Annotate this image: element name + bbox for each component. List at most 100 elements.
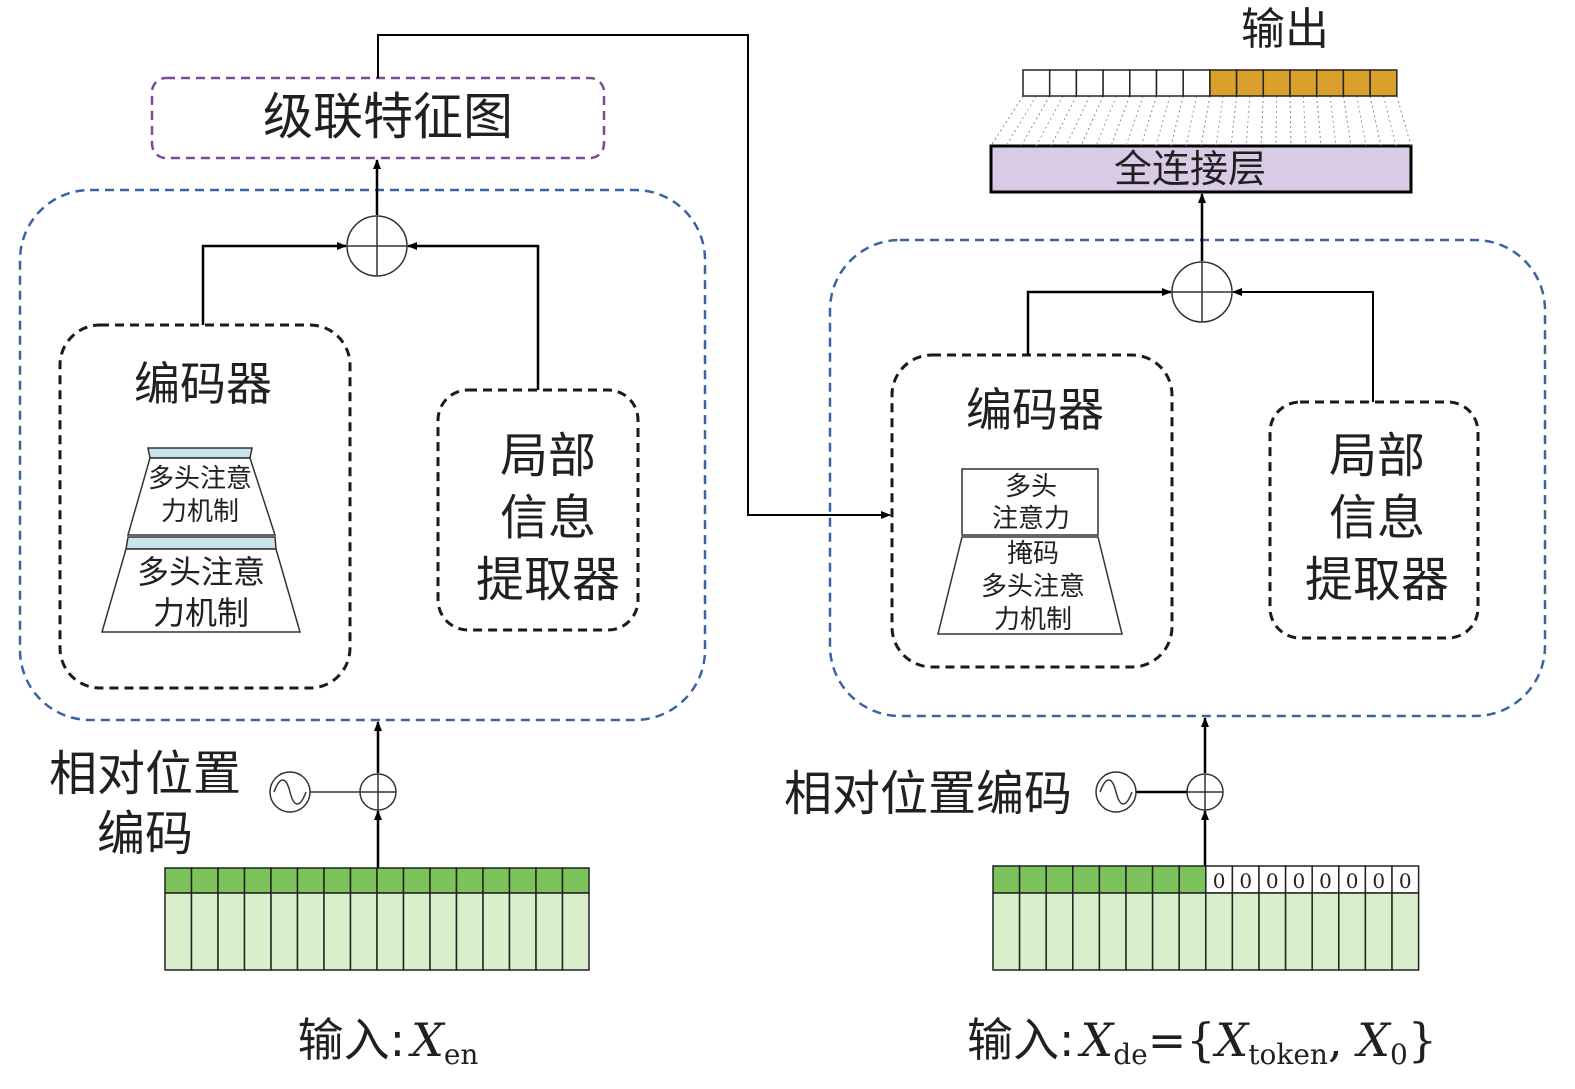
zero-cell-header bbox=[1205, 865, 1234, 894]
output-label: 输出 bbox=[1241, 4, 1329, 55]
zero-token-label: 0 bbox=[1346, 869, 1359, 893]
zero-cell-header bbox=[1391, 865, 1420, 894]
decoder-mha-line1: 多头 bbox=[1005, 472, 1057, 502]
output-cell-predicted bbox=[1289, 69, 1318, 97]
zero-token-label: 0 bbox=[1372, 869, 1385, 893]
token-cell bbox=[1231, 892, 1260, 971]
sine-wave-icon bbox=[1095, 771, 1137, 813]
decoder-mha-line2: 注意力 bbox=[992, 504, 1070, 534]
token-cell bbox=[1311, 892, 1340, 971]
zero-token-label: 0 bbox=[1266, 869, 1279, 893]
token-cell bbox=[1364, 892, 1393, 971]
token-cell-header bbox=[455, 867, 484, 894]
token-cell bbox=[992, 892, 1021, 971]
output-cell bbox=[1102, 69, 1131, 97]
token-cell bbox=[482, 892, 511, 971]
zero-token-label: 0 bbox=[1399, 869, 1412, 893]
mha-bottom-line1: 多头注意 bbox=[137, 553, 265, 591]
token-cell bbox=[1151, 892, 1180, 971]
token-cell-header bbox=[1045, 865, 1074, 894]
token-cell bbox=[270, 892, 299, 971]
token-cell-header bbox=[1125, 865, 1154, 894]
token-cell bbox=[217, 892, 246, 971]
output-cell bbox=[1048, 69, 1078, 97]
token-cell bbox=[323, 892, 352, 971]
token-cell bbox=[1391, 892, 1420, 971]
arrow-decoder-encoder-to-add bbox=[1026, 288, 1172, 355]
token-cell bbox=[1018, 892, 1047, 971]
token-cell bbox=[376, 892, 405, 971]
local-extractor-right-line2: 信息 bbox=[1329, 490, 1425, 546]
token-cell-header bbox=[508, 867, 537, 894]
add-node-decoder-top bbox=[1171, 261, 1233, 323]
input-label-encoder: 输入:Xen bbox=[298, 1013, 479, 1071]
token-cell bbox=[561, 892, 590, 971]
arrow-encoder-to-add bbox=[201, 242, 347, 325]
token-cell bbox=[508, 892, 537, 971]
output-cell-predicted bbox=[1315, 69, 1345, 97]
token-cell bbox=[455, 892, 484, 971]
concat-feature-label: 级联特征图 bbox=[263, 88, 513, 146]
token-cell bbox=[429, 892, 458, 971]
add-node-pos-right bbox=[1186, 773, 1224, 811]
fc-layer-label: 全连接层 bbox=[1114, 147, 1266, 191]
token-cell-header bbox=[323, 867, 352, 894]
fc-connection-lines bbox=[990, 95, 1412, 147]
mha-top-line1: 多头注意 bbox=[148, 464, 252, 494]
token-cell-header bbox=[535, 867, 564, 894]
token-cell-header bbox=[1151, 865, 1180, 894]
zero-token-label: 0 bbox=[1213, 869, 1226, 893]
arrow-local-right-to-add bbox=[1232, 288, 1374, 402]
token-cell-header bbox=[270, 867, 299, 894]
token-cell-header bbox=[482, 867, 511, 894]
local-extractor-right-line1: 局部 bbox=[1329, 428, 1425, 484]
token-cell-header bbox=[190, 867, 219, 894]
encoder-inner-box bbox=[58, 323, 352, 690]
pos-encoding-left-line1: 相对位置 bbox=[49, 746, 241, 802]
encoder-outer-box bbox=[18, 188, 707, 722]
output-cell bbox=[1182, 69, 1211, 97]
zero-token-label: 0 bbox=[1293, 869, 1306, 893]
mha-bottom-line2: 力机制 bbox=[153, 594, 249, 632]
local-extractor-left-line3: 提取器 bbox=[476, 552, 620, 608]
mha-top-line2: 力机制 bbox=[161, 497, 239, 527]
token-cell bbox=[1072, 892, 1101, 971]
pos-encoding-right: 相对位置编码 bbox=[784, 766, 1072, 822]
masked-mha-line3: 力机制 bbox=[994, 605, 1072, 635]
token-cell-header bbox=[296, 867, 325, 894]
output-cell-predicted bbox=[1262, 69, 1291, 97]
token-cell bbox=[1338, 892, 1367, 971]
input-grid-encoder bbox=[164, 867, 590, 971]
token-cell-header bbox=[349, 867, 378, 894]
decoder-encoder-label: 编码器 bbox=[966, 383, 1104, 437]
output-cell-predicted bbox=[1342, 69, 1371, 97]
token-cell bbox=[164, 892, 193, 971]
token-cell-header bbox=[992, 865, 1021, 894]
arrow-local-left-to-add bbox=[407, 242, 540, 390]
output-cell bbox=[1155, 69, 1184, 97]
input-label-decoder: 输入:Xde={Xtoken, X0} bbox=[967, 1013, 1437, 1071]
local-extractor-left-line1: 局部 bbox=[500, 428, 596, 484]
token-cell bbox=[535, 892, 564, 971]
output-cell bbox=[1022, 69, 1051, 97]
token-cell-header bbox=[1178, 865, 1207, 894]
token-cell-header bbox=[1018, 865, 1047, 894]
sine-wave-icon bbox=[269, 771, 311, 813]
decoder-attention-stack bbox=[937, 468, 1123, 635]
token-cell-header bbox=[561, 867, 590, 894]
local-extractor-right-line3: 提取器 bbox=[1305, 552, 1449, 608]
token-cell bbox=[1284, 892, 1313, 971]
output-cell-predicted bbox=[1235, 69, 1265, 97]
token-cell-header bbox=[1072, 865, 1101, 894]
token-cell bbox=[1258, 892, 1287, 971]
zero-token-label: 0 bbox=[1239, 869, 1252, 893]
token-cell-header bbox=[217, 867, 246, 894]
token-cell bbox=[349, 892, 378, 971]
token-cell bbox=[243, 892, 272, 971]
output-cell-predicted bbox=[1369, 69, 1398, 97]
local-extractor-left-line2: 信息 bbox=[500, 490, 596, 546]
svg-text:输入:Xen: 输入:Xen bbox=[298, 1013, 479, 1071]
zero-cell-header bbox=[1284, 865, 1313, 894]
